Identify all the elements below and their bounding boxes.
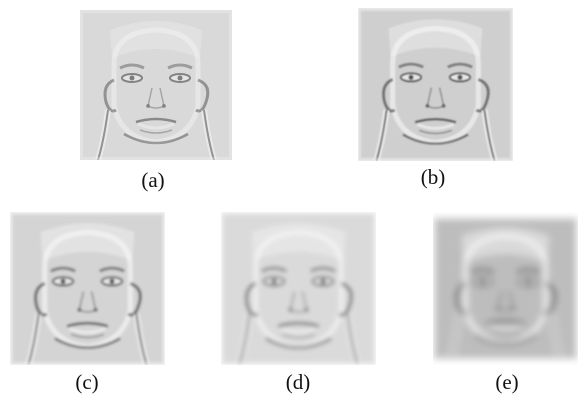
face-image-a bbox=[80, 10, 232, 160]
face-image-c bbox=[10, 212, 165, 365]
caption-b: (b) bbox=[420, 165, 446, 189]
face-image-d bbox=[221, 212, 376, 365]
caption-e: (e) bbox=[495, 370, 519, 394]
caption-d: (d) bbox=[285, 370, 311, 394]
face-image-e bbox=[433, 216, 578, 361]
face-image-b bbox=[358, 8, 513, 161]
caption-a: (a) bbox=[141, 168, 165, 192]
caption-c: (c) bbox=[75, 370, 99, 394]
